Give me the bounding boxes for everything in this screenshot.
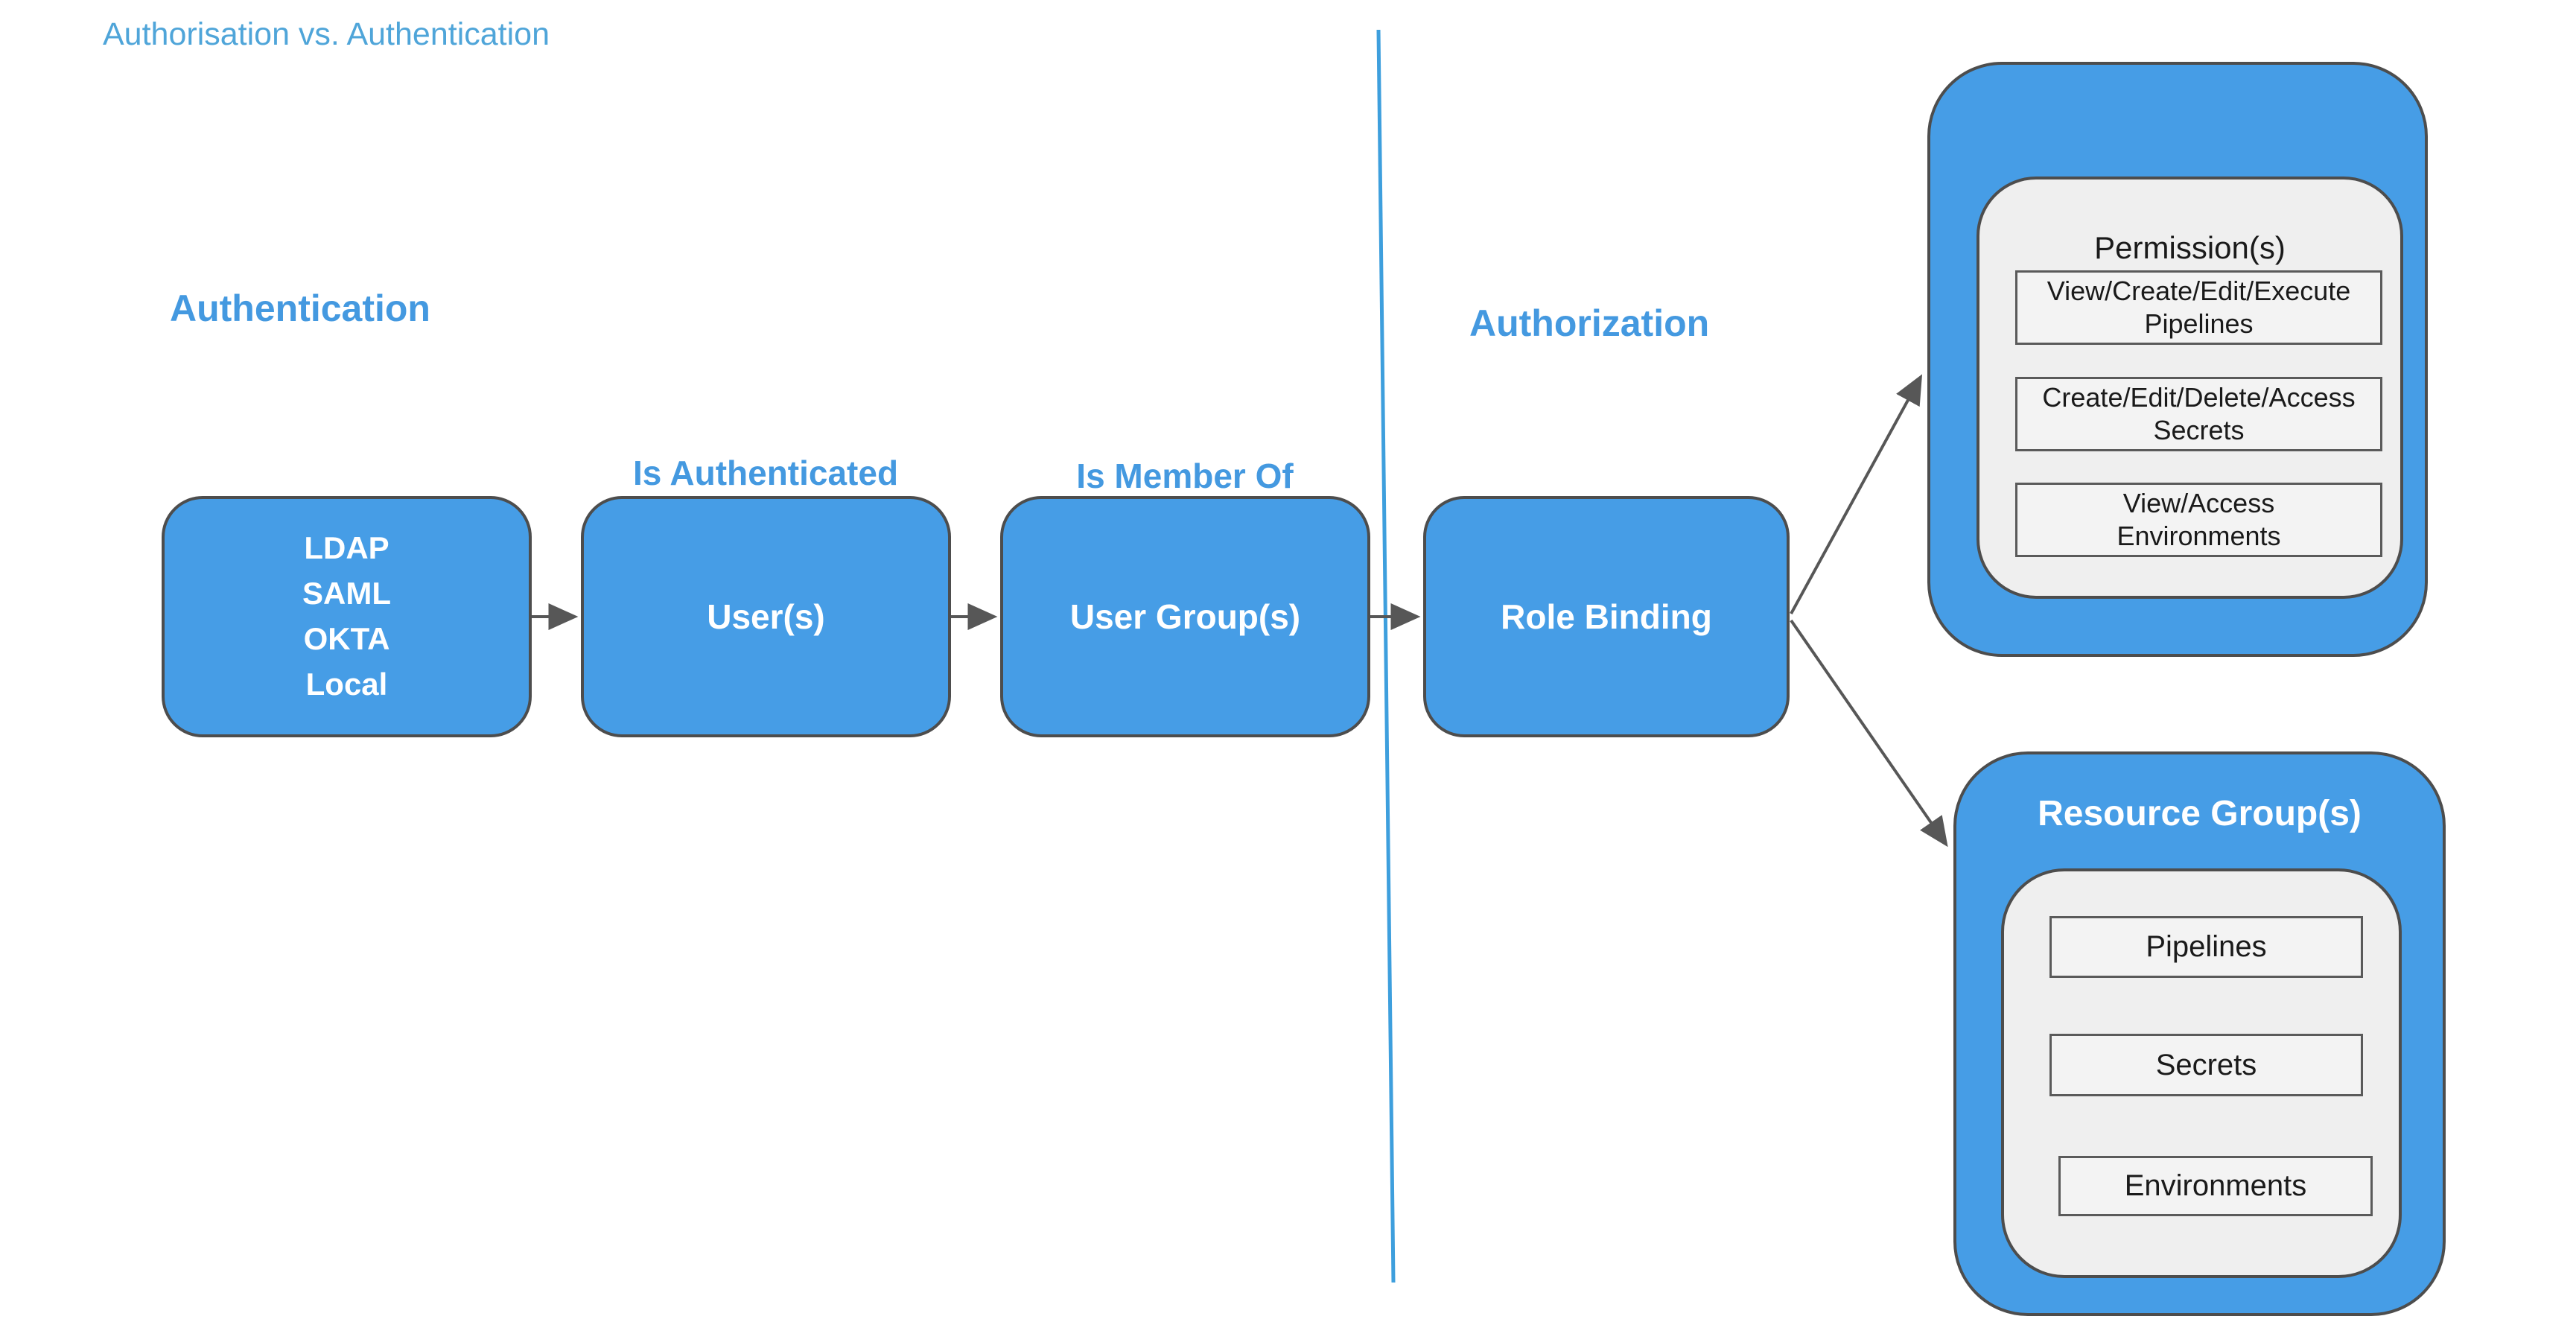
edge-label-is-member-of: Is Member Of bbox=[1076, 457, 1294, 495]
resource-box-pipelines: Pipelines bbox=[2049, 916, 2363, 978]
permission-environments-line2: Environments bbox=[2117, 521, 2281, 551]
arrow-rolebinding-to-roles bbox=[1790, 374, 1923, 614]
node-role-binding-label: Role Binding bbox=[1501, 597, 1712, 636]
resource-box-environments: Environments bbox=[2058, 1156, 2373, 1216]
node-user-groups-label: User Group(s) bbox=[1069, 597, 1301, 636]
node-role-binding: Role Binding bbox=[1423, 496, 1790, 737]
permission-secrets-line2: Secrets bbox=[2153, 415, 2245, 445]
edge-label-is-authenticated: Is Authenticated bbox=[632, 454, 899, 492]
idp-line-saml: SAML bbox=[302, 576, 391, 611]
permission-box-environments: View/Access Environments bbox=[2015, 483, 2382, 557]
node-users: User(s) bbox=[581, 496, 951, 737]
page-title: Authorisation vs. Authentication bbox=[103, 16, 550, 52]
permission-pipelines-line1: View/Create/Edit/Execute bbox=[2047, 276, 2351, 307]
permission-pipelines-line2: Pipelines bbox=[2144, 308, 2254, 339]
resources-panel: Pipelines Secrets Environments bbox=[2001, 868, 2402, 1278]
resource-pipelines-label: Pipelines bbox=[2146, 930, 2267, 963]
section-divider-line bbox=[1376, 29, 1396, 1283]
permission-environments-line1: View/Access bbox=[2122, 488, 2275, 519]
resource-environments-label: Environments bbox=[2124, 1169, 2307, 1202]
roles-container: Role(s) Permission(s) View/Create/Edit/E… bbox=[1927, 62, 2428, 657]
resource-groups-title: Resource Group(s) bbox=[2038, 794, 2362, 833]
permissions-title: Permission(s) bbox=[2094, 230, 2286, 265]
authentication-heading: Authentication bbox=[170, 287, 430, 329]
resource-secrets-label: Secrets bbox=[2155, 1048, 2257, 1081]
permission-box-secrets: Create/Edit/Delete/Access Secrets bbox=[2015, 377, 2382, 451]
permission-box-pipelines: View/Create/Edit/Execute Pipelines bbox=[2015, 270, 2382, 345]
permission-secrets-line1: Create/Edit/Delete/Access bbox=[2042, 382, 2356, 413]
idp-line-okta: OKTA bbox=[303, 621, 390, 656]
resource-box-secrets: Secrets bbox=[2049, 1034, 2363, 1096]
idp-line-ldap: LDAP bbox=[304, 530, 389, 566]
authorization-heading: Authorization bbox=[1469, 302, 1710, 344]
node-identity-providers: LDAP SAML OKTA Local bbox=[162, 496, 532, 737]
permissions-panel: Permission(s) View/Create/Edit/Execute P… bbox=[1976, 177, 2403, 599]
arrow-rolebinding-to-resourcegroups bbox=[1790, 619, 1948, 848]
node-user-groups: User Group(s) bbox=[1000, 496, 1370, 737]
resource-groups-container: Resource Group(s) Pipelines Secrets Envi… bbox=[1953, 751, 2446, 1316]
identity-provider-list: LDAP SAML OKTA Local bbox=[302, 526, 391, 708]
idp-line-local: Local bbox=[305, 666, 388, 702]
node-users-label: User(s) bbox=[707, 597, 825, 636]
